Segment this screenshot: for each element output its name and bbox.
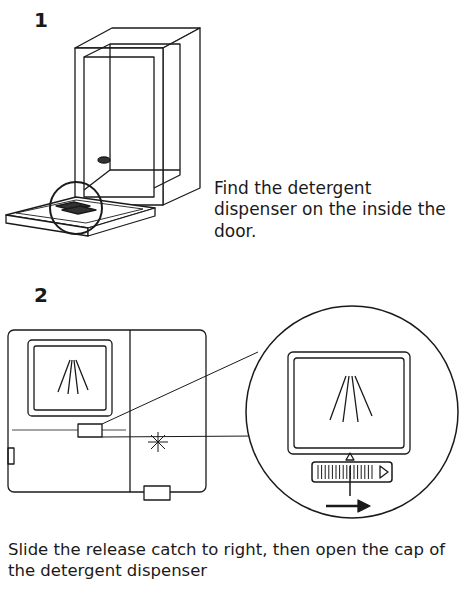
knurl-stroke — [325, 465, 326, 479]
knurl-stroke — [332, 465, 333, 479]
knurl-stroke — [372, 465, 373, 479]
knurl-stroke — [343, 465, 344, 479]
knurl-stroke — [357, 465, 358, 479]
step-number: 1 — [34, 8, 64, 33]
catch-inset — [246, 306, 458, 518]
knurl-stroke — [321, 465, 322, 479]
knurl-stroke — [339, 465, 340, 479]
dishwasher-figure — [6, 28, 200, 236]
knurl-stroke — [364, 465, 365, 479]
knurl-stroke — [346, 465, 347, 479]
step-number: 2 — [34, 283, 64, 308]
knurl-stroke — [318, 465, 319, 479]
knurl-stroke — [328, 465, 329, 479]
knurl-stroke — [368, 465, 369, 479]
knurl-stroke — [361, 465, 362, 479]
instruction-text: Find the detergent dispenser on the insi… — [214, 178, 458, 242]
instruction-text: Slide the release catch to right, then o… — [8, 540, 458, 581]
dispenser-panel — [8, 330, 258, 500]
knurl-stroke — [354, 465, 355, 479]
knurl-stroke — [336, 465, 337, 479]
